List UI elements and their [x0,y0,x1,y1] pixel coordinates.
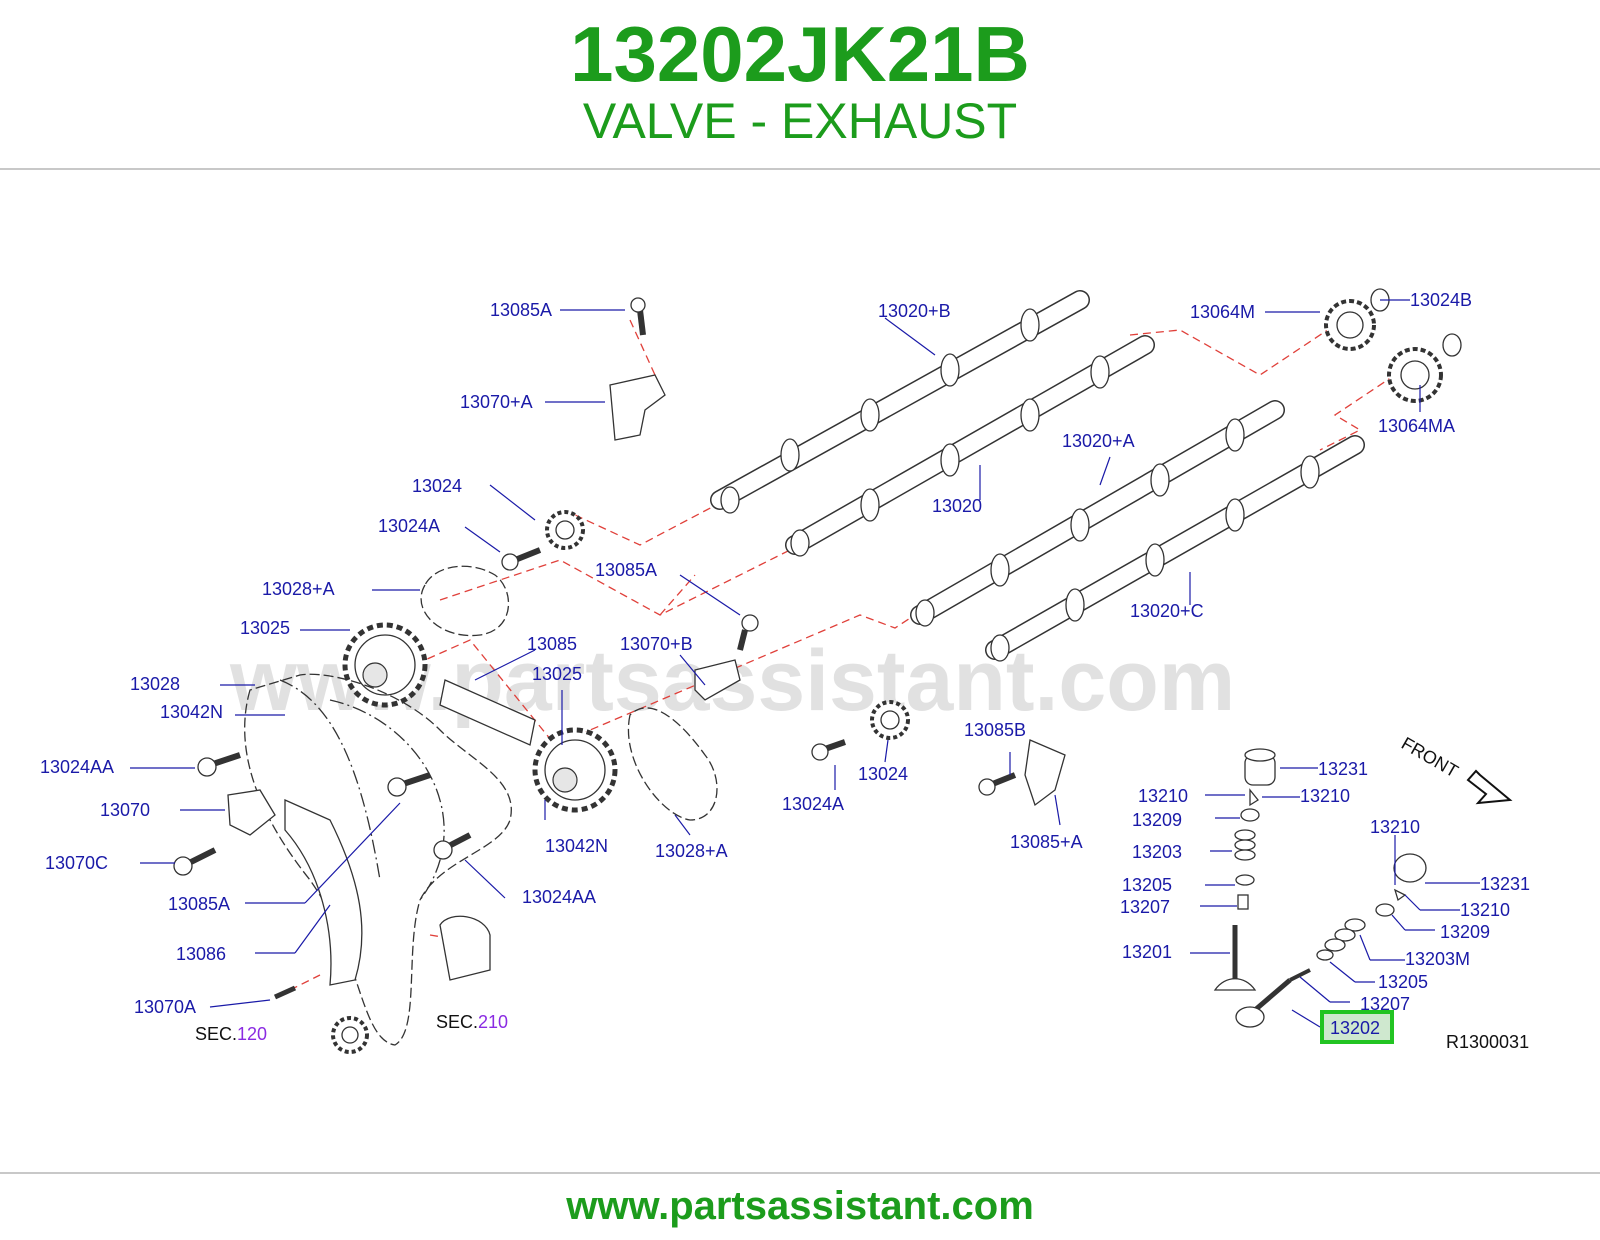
label-13070[interactable]: 13070 [100,800,150,820]
camshaft-13020-c [985,435,1365,662]
highlight-box [1320,1010,1394,1044]
label-13210-c[interactable]: 13210 [1370,817,1420,837]
sprocket-13025-mid [532,727,618,813]
label-13085a-left[interactable]: 13085A [168,894,230,914]
label-13205-b[interactable]: 13205 [1378,972,1428,992]
label-13085b[interactable]: 13085B [964,720,1026,740]
label-13210-a[interactable]: 13210 [1138,786,1188,806]
timing-chains [244,565,718,1046]
label-13024-top[interactable]: 13024 [412,476,462,496]
leader-lines [130,299,1480,1028]
front-arrow-icon [1466,769,1513,805]
sprocket-13024-mid [870,700,910,740]
label-13070-a-plus[interactable]: 13070+A [460,392,533,412]
label-13231-b[interactable]: 13231 [1480,874,1530,894]
label-13024a-top[interactable]: 13024A [378,516,440,536]
label-13025-mid[interactable]: 13025 [532,664,582,684]
sec-ref-210[interactable]: SEC.210 [436,1012,508,1032]
label-13205-a[interactable]: 13205 [1122,875,1172,895]
sprocket-13064m [1324,288,1390,351]
footer-site-url[interactable]: www.partsassistant.com [566,1184,1034,1228]
section-references: SEC.120 SEC.210 [195,1012,508,1044]
label-13203[interactable]: 13203 [1132,842,1182,862]
label-13064m[interactable]: 13064M [1190,302,1255,322]
label-13086[interactable]: 13086 [176,944,226,964]
label-13085a-top[interactable]: 13085A [490,300,552,320]
figure-id: R1300031 [1446,1032,1529,1052]
valve-assembly-lower [1235,853,1427,1028]
label-13028-a-mid[interactable]: 13028+A [655,841,728,861]
label-13202-highlighted[interactable]: 13202 [1330,1018,1380,1038]
label-13024-mid[interactable]: 13024 [858,764,908,784]
label-13028-a-top[interactable]: 13028+A [262,579,335,599]
crank-sprocket-sec120 [331,1016,369,1054]
camshaft-13020-b [710,290,1090,514]
label-13024aa-mid[interactable]: 13024AA [522,887,596,907]
sec-ref-120[interactable]: SEC.120 [195,1024,267,1044]
label-13207-b[interactable]: 13207 [1360,994,1410,1014]
label-13210-d[interactable]: 13210 [1460,900,1510,920]
label-13085a-mid[interactable]: 13085A [595,560,657,580]
label-13020-b[interactable]: 13020+B [878,301,951,321]
chain-guides [227,374,1066,986]
label-13024a-mid[interactable]: 13024A [782,794,844,814]
sprocket-13025-left [342,622,428,708]
sprocket-13024-top [545,510,585,550]
part-labels: 13085A 13070+A 13020+B 13064M 13024B 130… [40,290,1530,1038]
label-13020[interactable]: 13020 [932,496,982,516]
page-header: 13202JK21B VALVE - EXHAUST [0,0,1600,168]
part-number-title: 13202JK21B [570,10,1030,98]
label-13070-b[interactable]: 13070+B [620,634,693,654]
label-13025-left[interactable]: 13025 [240,618,290,638]
camshaft-13020 [785,335,1155,557]
label-13203m[interactable]: 13203M [1405,949,1470,969]
label-13209-a[interactable]: 13209 [1132,810,1182,830]
label-13207-a[interactable]: 13207 [1120,897,1170,917]
label-13042n-mid[interactable]: 13042N [545,836,608,856]
label-13042n-left[interactable]: 13042N [160,702,223,722]
label-13070c[interactable]: 13070C [45,853,108,873]
label-13201[interactable]: 13201 [1122,942,1172,962]
bolts [173,297,1017,1000]
label-13210-b[interactable]: 13210 [1300,786,1350,806]
label-13028[interactable]: 13028 [130,674,180,694]
label-13020-a[interactable]: 13020+A [1062,431,1135,451]
label-13085[interactable]: 13085 [527,634,577,654]
front-label: FRONT [1398,733,1462,781]
label-13020-c[interactable]: 13020+C [1130,601,1204,621]
label-13231-a[interactable]: 13231 [1318,759,1368,779]
parts-diagram: www.partsassistant.com [40,288,1530,1054]
part-description: VALVE - EXHAUST [582,93,1018,149]
footer-divider [0,1172,1600,1174]
label-13024b[interactable]: 13024B [1410,290,1472,310]
label-13209-b[interactable]: 13209 [1440,922,1490,942]
valve-assembly-upper [1213,748,1276,991]
label-13064ma[interactable]: 13064MA [1378,416,1455,436]
label-13070a[interactable]: 13070A [134,997,196,1017]
sprocket-13064ma [1387,333,1462,403]
header-divider [0,168,1600,170]
camshaft-13020-a [910,400,1285,627]
label-13085-a-plus[interactable]: 13085+A [1010,832,1083,852]
label-13024aa-left[interactable]: 13024AA [40,757,114,777]
